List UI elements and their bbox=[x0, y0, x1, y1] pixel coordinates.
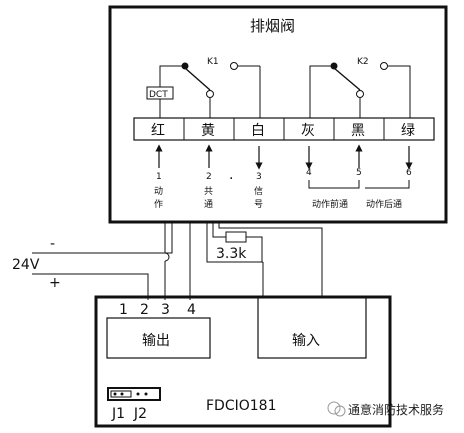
input-box bbox=[257, 296, 367, 359]
out-pin-1: 1 bbox=[119, 302, 128, 318]
group-label-2: 动作后通 bbox=[366, 198, 402, 210]
pin-4: 4 bbox=[306, 168, 312, 178]
pin-6: 6 bbox=[406, 168, 412, 178]
output-label: 输出 bbox=[142, 333, 170, 349]
module-box bbox=[94, 295, 392, 428]
group-bracket-1 bbox=[308, 180, 360, 189]
terminal-black: 黑 bbox=[351, 123, 365, 139]
k2-relay bbox=[309, 62, 411, 118]
wiring bbox=[32, 222, 323, 300]
jumper-block bbox=[107, 387, 161, 401]
k2-label: K2 bbox=[357, 57, 369, 67]
valve-title: 排烟阀 bbox=[250, 17, 295, 35]
terminal-yellow: 黄 bbox=[201, 122, 215, 139]
desc-1-b: 作 bbox=[154, 198, 163, 210]
supply-plus: + bbox=[49, 275, 61, 291]
group-bracket-2 bbox=[365, 180, 410, 189]
desc-3-b: 号 bbox=[254, 199, 263, 210]
desc-3-a: 信 bbox=[254, 185, 263, 197]
output-box bbox=[106, 317, 211, 359]
terminal-white: 白 bbox=[251, 123, 265, 139]
desc-2-b: 通 bbox=[204, 199, 213, 210]
pin-3: 3 bbox=[256, 172, 262, 182]
pin-2: 2 bbox=[206, 172, 212, 182]
k1-relay bbox=[181, 62, 261, 118]
pin-1: 1 bbox=[156, 172, 162, 182]
valve-box bbox=[108, 5, 448, 224]
out-pin-3: 3 bbox=[161, 302, 170, 318]
k1-label: K1 bbox=[207, 57, 219, 67]
jumper-label: J1 J2 bbox=[111, 406, 147, 422]
terminal-strip bbox=[133, 117, 435, 141]
supply-minus: - bbox=[50, 236, 55, 252]
module-name: FDCIO181 bbox=[206, 398, 276, 414]
resistor-value: 3.3k bbox=[216, 246, 247, 262]
terminal-red: 红 bbox=[151, 123, 165, 139]
out-pin-4: 4 bbox=[187, 302, 196, 318]
group-label-1: 动作前通 bbox=[312, 198, 348, 210]
terminal-grey: 灰 bbox=[301, 123, 315, 139]
resistor bbox=[225, 231, 247, 243]
desc-2-a: 共 bbox=[204, 186, 213, 197]
desc-1-a: 动 bbox=[154, 186, 163, 197]
wechat-icon bbox=[327, 401, 346, 417]
dct-label: DCT bbox=[149, 90, 168, 100]
input-label: 输入 bbox=[292, 333, 320, 349]
out-pin-2: 2 bbox=[140, 302, 149, 318]
terminal-green: 绿 bbox=[401, 123, 415, 139]
watermark-text: 通意消防技术服务 bbox=[348, 402, 444, 417]
mid-dot: · bbox=[229, 171, 233, 187]
pin-5: 5 bbox=[356, 168, 362, 178]
supply-voltage: 24V bbox=[12, 257, 40, 273]
